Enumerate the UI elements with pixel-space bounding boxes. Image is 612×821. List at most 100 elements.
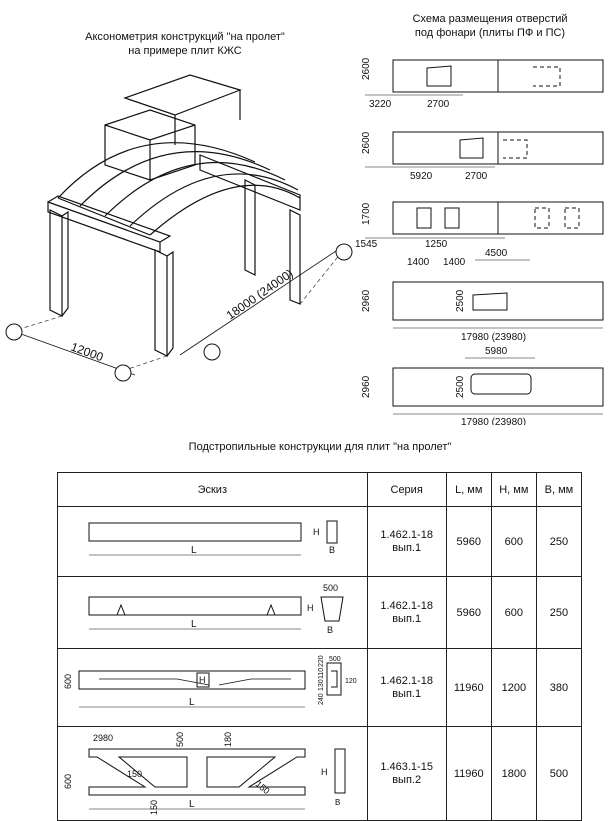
slab-2-opening xyxy=(459,137,484,159)
roof-arc-4 xyxy=(129,173,299,227)
axon-title: Аксонометрия конструкций "на пролет" на … xyxy=(55,30,315,58)
sketch-3-H: H xyxy=(199,675,206,685)
series-cell: 1.462.1-18 вып.1 xyxy=(366,648,447,727)
beam-sketch-2: L H B 500 xyxy=(88,583,344,635)
slab-3-opening-2 xyxy=(444,207,460,229)
table-row: L H 600 220 110 130 240 500 120 1.462.1-… xyxy=(57,648,583,727)
axis-marker-4 xyxy=(335,243,353,261)
table-title: Подстропильные конструкции для плит "на … xyxy=(188,441,452,453)
series-cell: 1.462.1-18 вып.1 xyxy=(366,576,447,649)
series-cell: 1.462.1-18 вып.1 xyxy=(366,506,447,577)
slab-1-opening xyxy=(426,65,452,87)
sketch-3-d1: 220 xyxy=(318,655,325,667)
sketch-3-d4: 240 xyxy=(318,693,325,705)
skylight-roof xyxy=(123,74,242,116)
sketch-4-left: 600 xyxy=(63,774,73,789)
sketch-1-H: H xyxy=(313,527,320,537)
sketch-2-L: L xyxy=(191,619,197,630)
dim-span-label: 12000 xyxy=(69,340,105,365)
dim-line-length xyxy=(179,244,346,356)
slab-1-dim-2: 2700 xyxy=(427,99,450,110)
column-back-mid xyxy=(244,179,256,276)
series-issue: вып.1 xyxy=(392,687,422,700)
series-issue: вып.1 xyxy=(392,612,422,625)
column-left-front xyxy=(49,209,63,317)
cell-H: 1200 xyxy=(490,648,537,727)
series-issue: вып.2 xyxy=(392,773,422,786)
sketch-4-L: L xyxy=(189,799,195,810)
slab-4-opening xyxy=(472,292,508,311)
slab-3-dim-5: 4500 xyxy=(485,248,508,259)
cell-B: 380 xyxy=(535,648,583,727)
skylight-box xyxy=(104,109,196,181)
sketch-4-p3: 180 xyxy=(223,732,233,747)
openings-title-line1: Схема размещения отверстий xyxy=(412,13,568,25)
truss-sketch-4: L H B 600 2980 500 180 150 150 150 xyxy=(63,732,346,815)
cell-B: 250 xyxy=(535,576,583,649)
beam-sketch-3: L H 600 220 110 130 240 500 120 xyxy=(63,655,357,708)
axis-marker-1 xyxy=(5,323,23,341)
header-H: H, мм xyxy=(490,472,537,507)
sketch-3-d6: 120 xyxy=(345,678,357,685)
table-row: L H B 600 2980 500 180 150 150 150 1.463… xyxy=(57,726,583,821)
slab-5-top: 5980 xyxy=(485,346,508,357)
axis-marker-2 xyxy=(114,364,132,382)
sketch-2-top: 500 xyxy=(323,583,338,593)
header-series: Серия xyxy=(366,472,447,507)
constructions-table: Эскиз Серия L, мм H, мм B, мм L H B 1.46… xyxy=(57,472,583,821)
slab-3-dim-1: 1545 xyxy=(355,239,378,250)
front-beam xyxy=(47,201,161,253)
series-issue: вып.1 xyxy=(392,541,422,554)
sketch-3-L: L xyxy=(189,697,195,708)
slab-3-dim-3: 1400 xyxy=(407,257,430,268)
axon-title-line1: Аксонометрия конструкций "на пролет" xyxy=(85,31,285,43)
roof-arc-3 xyxy=(104,162,286,217)
sketch-3-d5: 500 xyxy=(329,656,341,663)
series-code: 1.462.1-18 xyxy=(380,674,433,687)
roof-arc-1 xyxy=(57,142,256,199)
slab-4-inner: 2500 xyxy=(455,289,466,312)
sketch-4-p1: 2980 xyxy=(93,733,113,743)
slab-2-dim-1: 5920 xyxy=(410,171,433,182)
sketch-4-p2: 500 xyxy=(175,732,185,747)
cell-L: 11960 xyxy=(445,726,492,821)
cell-H: 600 xyxy=(490,506,537,577)
cell-L: 5960 xyxy=(445,506,492,577)
sketch-1-B: B xyxy=(329,545,335,555)
slab-1-dim-1: 3220 xyxy=(369,99,392,110)
sketch-2-H: H xyxy=(307,603,314,613)
sketch-4-p6: 150 xyxy=(149,800,159,815)
sketch-2-B: B xyxy=(327,625,333,635)
slab-5-opening xyxy=(470,373,532,395)
openings-schemes: 2600 3220 2700 2600 5920 2700 1700 1545 … xyxy=(355,57,604,425)
dim-length-label: 18000 (24000) xyxy=(224,266,296,322)
column-mid-front xyxy=(154,249,168,357)
table-row: L H B 500 1.462.1-18 вып.1 5960 600 250 xyxy=(57,576,583,649)
openings-title-line2: под фонари (плиты ПФ и ПС) xyxy=(414,27,566,39)
column-left-side xyxy=(61,210,69,317)
slab-1-height: 2600 xyxy=(361,57,372,80)
cell-B: 500 xyxy=(535,726,583,821)
sketch-4-p4: 150 xyxy=(127,769,142,779)
series-cell: 1.463.1-15 вып.2 xyxy=(366,726,447,821)
sketch-3-d3: 130 xyxy=(318,679,325,691)
series-code: 1.463.1-15 xyxy=(380,760,433,773)
axis-marker-3 xyxy=(203,343,221,361)
header-B: B, мм xyxy=(535,472,583,507)
slab-4 xyxy=(392,281,604,321)
table-row: L H B 1.462.1-18 вып.1 5960 600 250 xyxy=(57,506,583,577)
sketch-4-B: B xyxy=(335,798,340,807)
roof-arc-5 xyxy=(149,184,301,236)
series-code: 1.462.1-18 xyxy=(380,528,433,541)
sketch-cell: L H B 500 xyxy=(57,576,368,649)
sketch-cell: L H 600 220 110 130 240 500 120 xyxy=(57,648,368,727)
table-header-row: Эскиз Серия L, мм H, мм B, мм xyxy=(57,472,583,507)
sketch-4-p5: 150 xyxy=(254,779,272,796)
axon-title-line2: на примере плит КЖС xyxy=(128,45,242,57)
slab-3-height: 1700 xyxy=(361,202,372,225)
sketch-3-left: 600 xyxy=(63,674,73,689)
sketch-3-d2: 110 xyxy=(318,668,325,679)
cell-H: 600 xyxy=(490,576,537,649)
slab-5-height: 2960 xyxy=(361,375,372,398)
header-sketch: Эскиз xyxy=(57,472,368,507)
